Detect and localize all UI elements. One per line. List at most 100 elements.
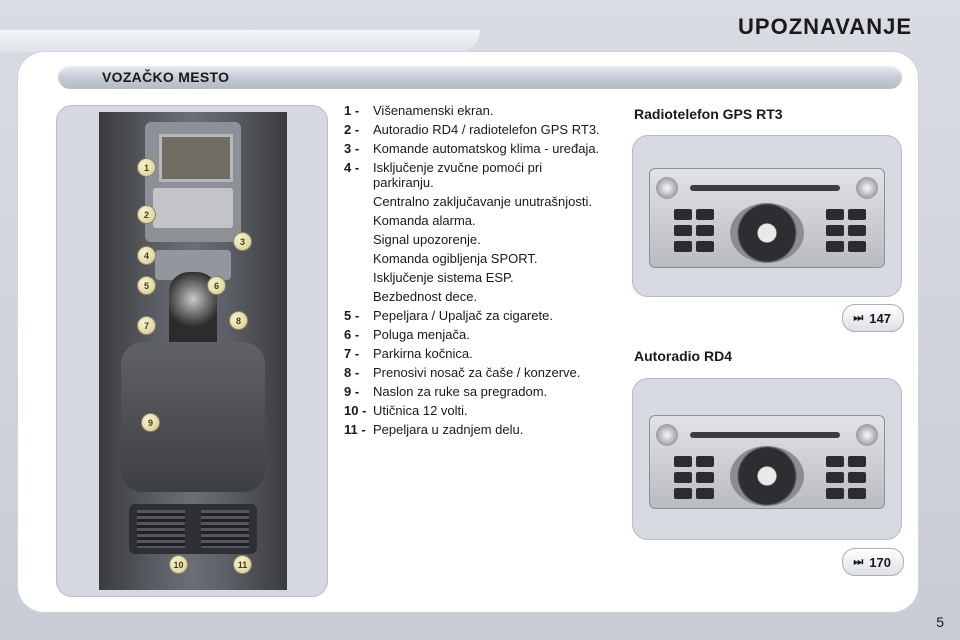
cockpit-photo — [99, 112, 287, 590]
callout-9: 9 — [141, 413, 160, 432]
item-number: 9 - — [344, 384, 360, 399]
rd4-heading: Autoradio RD4 — [634, 348, 732, 364]
item-number: 2 - — [344, 122, 360, 137]
list-item: 11 - Pepeljara u zadnjem delu. — [344, 422, 606, 437]
list-subitem: Komanda alarma. — [373, 213, 476, 228]
rear-vents — [129, 504, 257, 554]
unit-button — [674, 456, 692, 467]
list-item: 4 - Isključenje zvučne pomoći pri parkir… — [344, 160, 606, 190]
cd-slot — [690, 185, 840, 191]
unit-button — [848, 225, 866, 236]
unit-button — [848, 209, 866, 220]
unit-button — [848, 241, 866, 252]
vent-left — [137, 510, 185, 548]
volume-knob — [656, 177, 678, 199]
list-item: 3 - Komande automatskog klima - uređaja. — [344, 141, 606, 156]
list-item: 6 - Poluga menjača. — [344, 327, 606, 342]
item-text: Isključenje zvučne pomoći pri parkiranju… — [373, 160, 543, 190]
radio-unit — [153, 188, 233, 228]
unit-button — [696, 209, 714, 220]
callout-11: 11 — [233, 555, 252, 574]
double-arrow-right-icon: ⏭ — [853, 311, 864, 324]
multifunction-screen — [159, 134, 233, 182]
list-item: 9 - Naslon za ruke sa pregradom. — [344, 384, 606, 399]
rt3-image-frame — [632, 135, 902, 297]
page-title: UPOZNAVANJE — [738, 14, 912, 39]
list-item: 8 - Prenosivi nosač za čaše / konzerve. — [344, 365, 606, 380]
item-text: Višenamenski ekran. — [373, 103, 494, 118]
item-number: 5 - — [344, 308, 360, 323]
list-item: 10 - Utičnica 12 volti. — [344, 403, 606, 418]
item-number: 6 - — [344, 327, 360, 342]
vent-right — [201, 510, 249, 548]
item-text: Komande automatskog klima - uređaja. — [373, 141, 600, 156]
item-number: 4 - — [344, 160, 360, 175]
list-subitem: Signal upozorenje. — [373, 232, 481, 247]
unit-button — [826, 456, 844, 467]
callout-4: 4 — [137, 246, 156, 265]
item-text: Pepeljara u zadnjem delu. — [373, 422, 524, 437]
item-text: Naslon za ruke sa pregradom. — [373, 384, 548, 399]
list-item: 2 - Autoradio RD4 / radiotelefon GPS RT3… — [344, 122, 606, 137]
callout-6: 6 — [207, 276, 226, 295]
item-text: Prenosivi nosač za čaše / konzerve. — [373, 365, 581, 380]
reference-number: 170 — [869, 554, 891, 570]
unit-button — [826, 472, 844, 483]
list-subitem: Komanda ogibljenja SPORT. — [373, 251, 538, 266]
unit-button — [696, 241, 714, 252]
callout-5: 5 — [137, 276, 156, 295]
callout-8: 8 — [229, 311, 248, 330]
item-text: Pepeljara / Upaljač za cigarete. — [373, 308, 553, 323]
page-number: 5 — [936, 614, 944, 630]
reference-number: 147 — [869, 310, 891, 326]
navigation-pad — [730, 446, 804, 506]
page-reference-147[interactable]: ⏭ 147 — [842, 304, 904, 332]
item-number: 11 - — [344, 422, 366, 437]
volume-knob — [656, 424, 678, 446]
item-text: Autoradio RD4 / radiotelefon GPS RT3. — [373, 122, 600, 137]
page-reference-170[interactable]: ⏭ 170 — [842, 548, 904, 576]
section-bar: VOZAČKO MESTO — [58, 65, 902, 89]
item-list: 1 - Višenamenski ekran. 2 - Autoradio RD… — [344, 103, 606, 441]
item-number: 10 - — [344, 403, 367, 418]
eject-knob — [856, 424, 878, 446]
header-tab-strip — [0, 30, 480, 52]
navigation-pad — [730, 203, 804, 263]
list-item: 1 - Višenamenski ekran. — [344, 103, 606, 118]
list-item: 5 - Pepeljara / Upaljač za cigarete. — [344, 308, 606, 323]
callout-2: 2 — [137, 205, 156, 224]
cd-slot — [690, 432, 840, 438]
unit-button — [674, 241, 692, 252]
unit-button — [826, 225, 844, 236]
list-item: 7 - Parkirna kočnica. — [344, 346, 606, 361]
item-number: 8 - — [344, 365, 360, 380]
unit-button — [696, 472, 714, 483]
section-title: VOZAČKO MESTO — [102, 69, 230, 85]
unit-button — [826, 241, 844, 252]
unit-button — [826, 209, 844, 220]
list-subitem: Centralno zaključavanje unutrašnjosti. — [373, 194, 592, 209]
item-number: 3 - — [344, 141, 360, 156]
rt3-heading: Radiotelefon GPS RT3 — [634, 106, 783, 122]
rt3-unit — [649, 168, 885, 268]
callout-10: 10 — [169, 555, 188, 574]
callout-3: 3 — [233, 232, 252, 251]
unit-button — [674, 209, 692, 220]
unit-button — [848, 456, 866, 467]
double-arrow-right-icon: ⏭ — [853, 555, 864, 568]
item-text: Utičnica 12 volti. — [373, 403, 468, 418]
item-number: 7 - — [344, 346, 360, 361]
unit-button — [674, 488, 692, 499]
center-console — [145, 122, 241, 242]
unit-button — [696, 456, 714, 467]
unit-button — [696, 225, 714, 236]
item-text: Poluga menjača. — [373, 327, 470, 342]
callout-7: 7 — [137, 316, 156, 335]
eject-knob — [856, 177, 878, 199]
unit-button — [826, 488, 844, 499]
item-number: 1 - — [344, 103, 360, 118]
unit-button — [674, 472, 692, 483]
unit-button — [848, 472, 866, 483]
rd4-unit — [649, 415, 885, 509]
list-subitem: Isključenje sistema ESP. — [373, 270, 514, 285]
